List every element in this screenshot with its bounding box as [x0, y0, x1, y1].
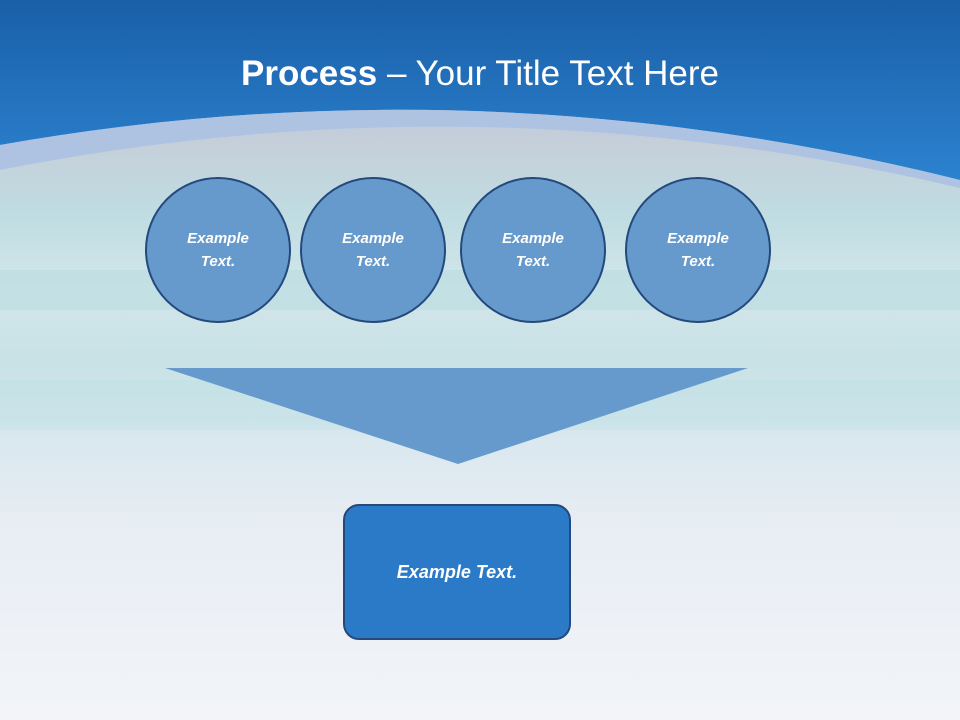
- funnel-triangle: [165, 368, 748, 464]
- title-bold-part: Process: [241, 54, 378, 93]
- process-step-circle: Example Text.: [145, 177, 291, 323]
- process-step-label: Example Text.: [187, 230, 249, 270]
- title-regular-part: – Your Title Text Here: [377, 54, 719, 93]
- process-step-label: Example Text.: [502, 230, 564, 270]
- process-step-circle: Example Text.: [300, 177, 446, 323]
- process-step-label: Example Text.: [667, 230, 729, 270]
- result-box: Example Text.: [343, 504, 571, 640]
- process-step-circle: Example Text.: [460, 177, 606, 323]
- process-step-circle: Example Text.: [625, 177, 771, 323]
- process-step-label: Example Text.: [342, 230, 404, 270]
- result-label: Example Text.: [396, 561, 518, 582]
- slide-title: Process – Your Title Text Here: [0, 50, 960, 98]
